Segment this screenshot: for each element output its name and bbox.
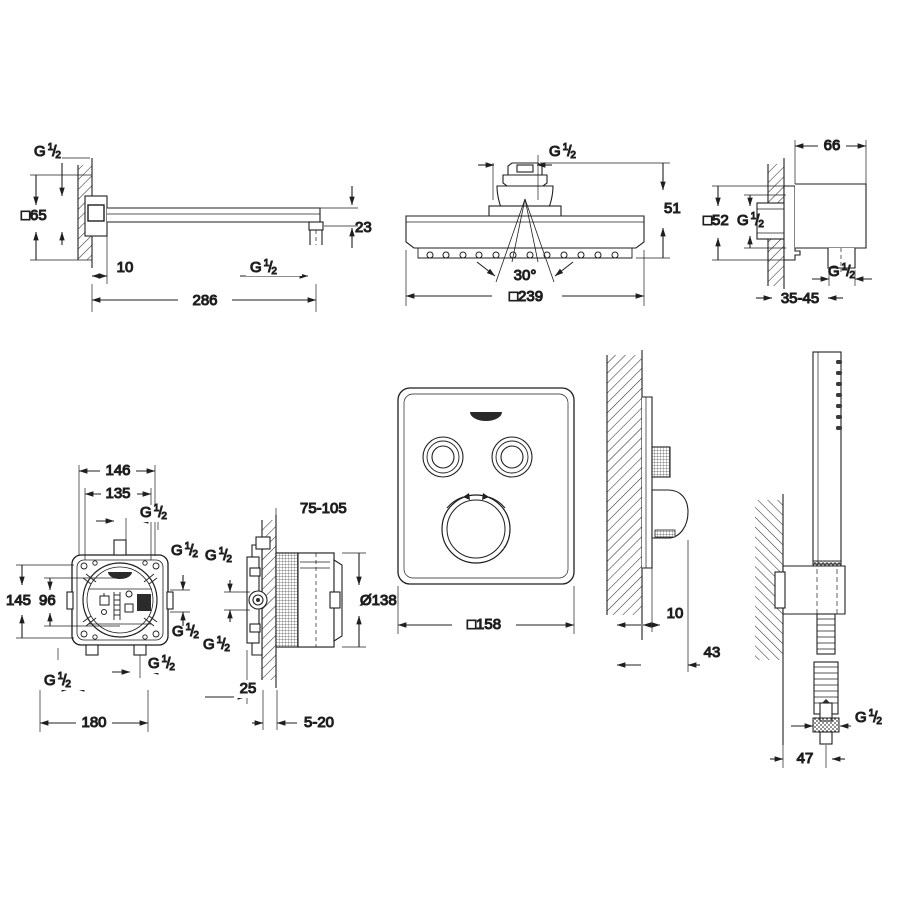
dim-label-box-145: 145 — [6, 592, 31, 609]
view-trim-section: 10 43 — [606, 350, 721, 672]
trim-control-knob[interactable] — [441, 493, 511, 564]
box-mount-pads — [80, 560, 160, 640]
dim-box-145: 145 — [5, 564, 74, 639]
trim-button-left[interactable] — [422, 436, 464, 478]
dim-label-arm-height: 23 — [355, 219, 372, 236]
dim-label-box-96: 96 — [39, 592, 56, 609]
dim-arm-height-23: 23 — [320, 186, 372, 248]
dim-arm-length-286: 286 286 — [91, 284, 317, 312]
dim-label-trim-plate-depth: 10 — [667, 605, 684, 622]
dim-union-face-52: □52 — [702, 185, 790, 261]
dim-label-trim-knob-depth: 43 — [704, 644, 721, 661]
dim-label-head-height: 51 — [664, 200, 681, 217]
dim-box-96: 96 — [38, 577, 120, 627]
dim-label-spray-angle: 30° — [514, 267, 537, 284]
dim-label-section-75-105: 75-105 — [300, 500, 347, 517]
dim-arm-flange-65: □65 — [20, 174, 92, 261]
dim-label-union-wall-text: 35-45 — [781, 290, 819, 307]
head-shower-nozzles — [426, 251, 619, 259]
dim-label-section-5-20: 5-20 — [304, 714, 334, 731]
dim-section-dia138: Ø138 — [342, 552, 397, 648]
dim-label-hand-bracket: 47 — [797, 750, 814, 767]
dim-label-section-dia: Ø138 — [360, 592, 397, 609]
dim-label-flange: □65 — [21, 207, 47, 224]
dim-box-180: 180 — [39, 690, 149, 732]
dim-label-trim-158: □158 — [467, 616, 501, 633]
view-rough-in-box: 146 135 G1/2 G1/2 145 — [5, 461, 200, 732]
wall-hatch-hand — [755, 494, 784, 745]
dim-box-thread-top: G1/2 G1/2 — [96, 502, 190, 545]
dim-hand-thread: G1/2 G1/2 — [791, 707, 900, 729]
dim-trim-plate-depth: 10 — [616, 545, 684, 632]
dim-hand-bracket-47: 47 — [770, 660, 845, 769]
dim-label-length-text: 286 — [192, 292, 217, 309]
box-internal-detail — [99, 590, 151, 620]
view-trim-front: □158 — [397, 387, 575, 634]
dim-section-75-105: 75-105 — [275, 499, 347, 553]
grohe-logo-box — [108, 572, 132, 579]
hose-ribs-upper — [817, 618, 835, 650]
hand-shower-outlets — [836, 360, 842, 430]
dim-trim-knob-depth: 43 — [616, 540, 721, 672]
dim-head-width-239: □239 — [405, 250, 645, 306]
dim-label-union-face: □52 — [703, 212, 729, 229]
dim-label-box-146: 146 — [105, 462, 130, 479]
dim-arm-offset-10: 10 — [91, 230, 134, 284]
dim-box-135: 135 — [84, 484, 152, 560]
dim-label-offset: 10 — [117, 259, 134, 276]
dim-union-wall-thickness: 35-45 35-45 — [756, 289, 843, 308]
dim-box-thread-bottom-left: G1/2 G1/2 — [40, 670, 92, 692]
view-shower-arm: □65 G1/2 10 286 286 G1/2 — [20, 141, 372, 312]
dim-union-depth-66: 66 — [794, 136, 867, 184]
dim-section-5-20: 5-20 — [252, 690, 335, 732]
view-hand-shower: G1/2 G1/2 47 — [755, 351, 900, 769]
dim-box-thread-bottom-right: G1/2 G1/2 — [112, 653, 198, 678]
dim-box-146: 146 — [78, 461, 156, 556]
grohe-logo-trim — [470, 412, 502, 421]
dim-label-box-135: 135 — [105, 485, 130, 502]
dim-trim-158: □158 — [397, 586, 575, 634]
dim-arm-thread-outlet: G1/2 G1/2 — [240, 257, 309, 279]
view-rough-in-section: 75-105 Ø138 25 25 5-20 — [202, 499, 397, 732]
trim-button-right[interactable] — [491, 436, 533, 478]
dim-label-head-width: □239 — [509, 288, 543, 305]
dim-label-section-25-text: 25 — [240, 680, 257, 697]
dim-head-height-51: 51 — [540, 162, 681, 259]
dim-label-box-180: 180 — [81, 714, 106, 731]
wall-hatch-trim — [606, 350, 643, 640]
dim-section-25: 25 25 — [205, 650, 264, 704]
dim-label-union-depth: 66 — [824, 137, 841, 154]
